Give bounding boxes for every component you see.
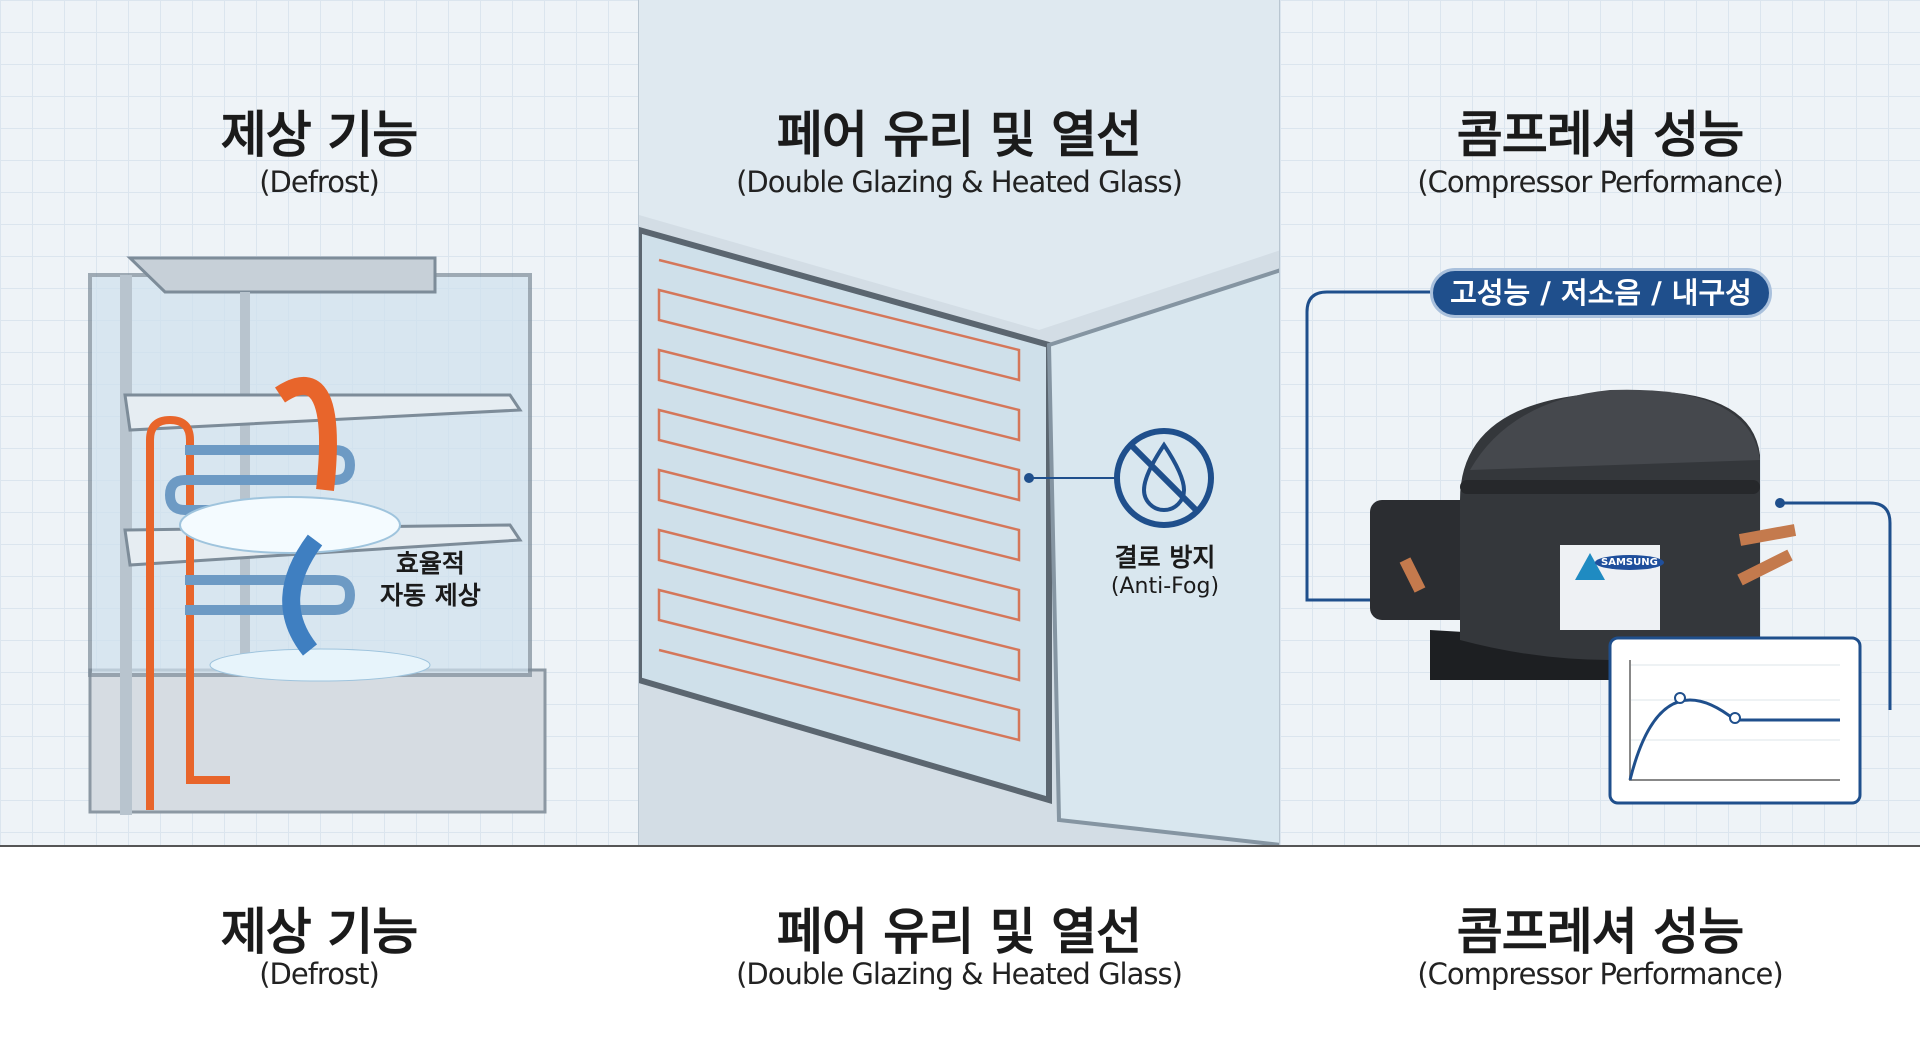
panel-subtitle: (Double Glazing & Heated Glass) xyxy=(736,165,1183,199)
panel-subtitle: (Compressor Performance) xyxy=(1417,165,1783,199)
panel-title: 페어 유리 및 열선 xyxy=(776,106,1142,164)
glazing-panel: 페어 유리 및 열선 (Double Glazing & Heated Glas… xyxy=(638,0,1280,845)
features-badge: 고성능 / 저소음 / 내구성 xyxy=(1430,268,1772,318)
panel-title: 제상 기능 xyxy=(220,106,418,164)
anti-fog-label: 결로 방지 xyxy=(1114,543,1216,572)
caption-subtitle: (Compressor Performance) xyxy=(1417,957,1783,991)
caption-glazing: 페어 유리 및 열선 (Double Glazing & Heated Glas… xyxy=(638,845,1280,1047)
panel-subtitle: (Defrost) xyxy=(259,165,380,199)
anti-fog-label-en: (Anti-Fog) xyxy=(1110,574,1220,599)
caption-subtitle: (Defrost) xyxy=(259,957,380,991)
callout-line: 효율적 xyxy=(395,549,465,578)
anti-fog-callout: 결로 방지 (Anti-Fog) xyxy=(1090,538,1240,599)
caption-title: 콤프레셔 성능 xyxy=(1456,903,1744,961)
brand-logo: SAMSUNG xyxy=(1595,555,1664,570)
caption-title: 제상 기능 xyxy=(220,903,418,961)
caption-subtitle: (Double Glazing & Heated Glass) xyxy=(736,957,1183,991)
glass-illustration xyxy=(639,215,1279,845)
defrost-callout: 효율적 자동 제상 xyxy=(380,548,481,612)
compressor-illustration xyxy=(1305,290,1892,805)
caption-defrost: 제상 기능 (Defrost) xyxy=(0,845,638,1047)
caption-compressor: 콤프레셔 성능 (Compressor Performance) xyxy=(1280,845,1920,1047)
caption-title: 페어 유리 및 열선 xyxy=(776,903,1142,961)
callout-line: 자동 제상 xyxy=(380,581,481,610)
panel-title: 콤프레셔 성능 xyxy=(1456,106,1744,164)
defrost-panel: 제상 기능 (Defrost) 효율적 자동 제상 xyxy=(0,0,638,845)
compressor-panel: 콤프레셔 성능 (Compressor Performance) xyxy=(1280,0,1920,845)
showcase-illustration xyxy=(88,256,547,815)
